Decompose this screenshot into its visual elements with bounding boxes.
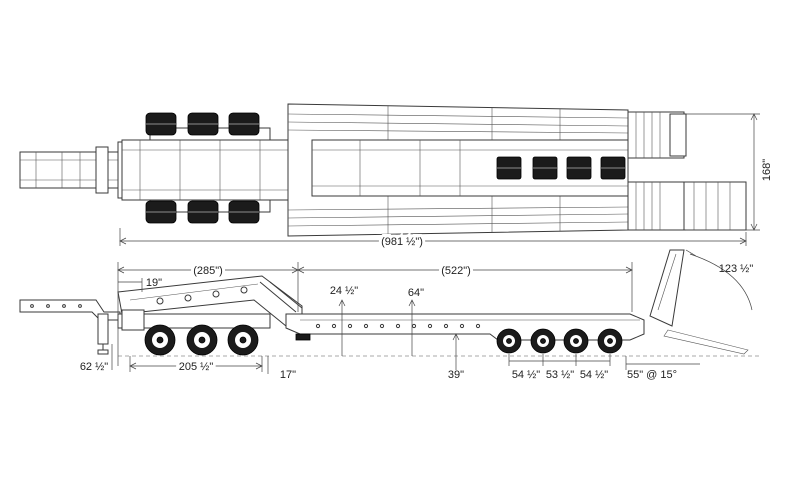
rear-spacing-2-label: 53 ½" — [546, 369, 574, 381]
overall-length-label: (981 ½") — [381, 236, 423, 248]
side-tire — [496, 328, 522, 354]
side-front-frame — [117, 309, 271, 331]
deck-clearance-label: 39" — [448, 369, 464, 381]
side-dimensions — [111, 262, 700, 374]
top-gooseneck — [19, 141, 135, 199]
side-tire — [186, 324, 218, 356]
deck-length-label: (522") — [441, 265, 471, 277]
side-tire — [227, 324, 259, 356]
rear-spacing-3-label: 54 ½" — [580, 369, 608, 381]
side-gooseneck — [19, 299, 121, 355]
beam-height-label: 64" — [408, 287, 424, 299]
deck-height-front-label: 24 ½" — [330, 285, 358, 297]
ramp-angle-label: 55" @ 15° — [627, 369, 677, 381]
side-tire — [597, 328, 623, 354]
side-rear-ramp — [649, 249, 753, 355]
top-width-dimension — [686, 113, 760, 231]
side-tire — [144, 324, 176, 356]
side-tire — [563, 328, 589, 354]
top-front-tires — [145, 112, 260, 224]
gooseneck-length-label: (285") — [193, 265, 223, 277]
top-rear-ramps — [627, 111, 747, 231]
top-length-dimension — [119, 228, 747, 246]
ramp-length-label: 123 ½" — [719, 263, 754, 275]
side-rear-tires — [496, 328, 623, 354]
top-front-frame — [121, 127, 313, 213]
front-axle-offset-label: 17" — [280, 369, 296, 381]
dimension-labels: (981 ½") 168" (285") (522") 19" 24 ½" 64… — [80, 159, 773, 381]
overall-width-label: 168" — [761, 159, 773, 181]
fifth-wheel-height-label: 62 ½" — [80, 361, 108, 373]
top-rear-axles — [496, 156, 626, 180]
side-tire — [530, 328, 556, 354]
side-view — [19, 249, 760, 374]
side-front-tires — [144, 324, 259, 356]
top-view — [19, 103, 760, 246]
kingpin-setback-label: 19" — [146, 277, 162, 289]
top-main-deck — [287, 103, 629, 237]
side-deck — [285, 313, 645, 341]
front-axle-group-label: 205 ½" — [179, 361, 214, 373]
rear-spacing-1-label: 54 ½" — [512, 369, 540, 381]
